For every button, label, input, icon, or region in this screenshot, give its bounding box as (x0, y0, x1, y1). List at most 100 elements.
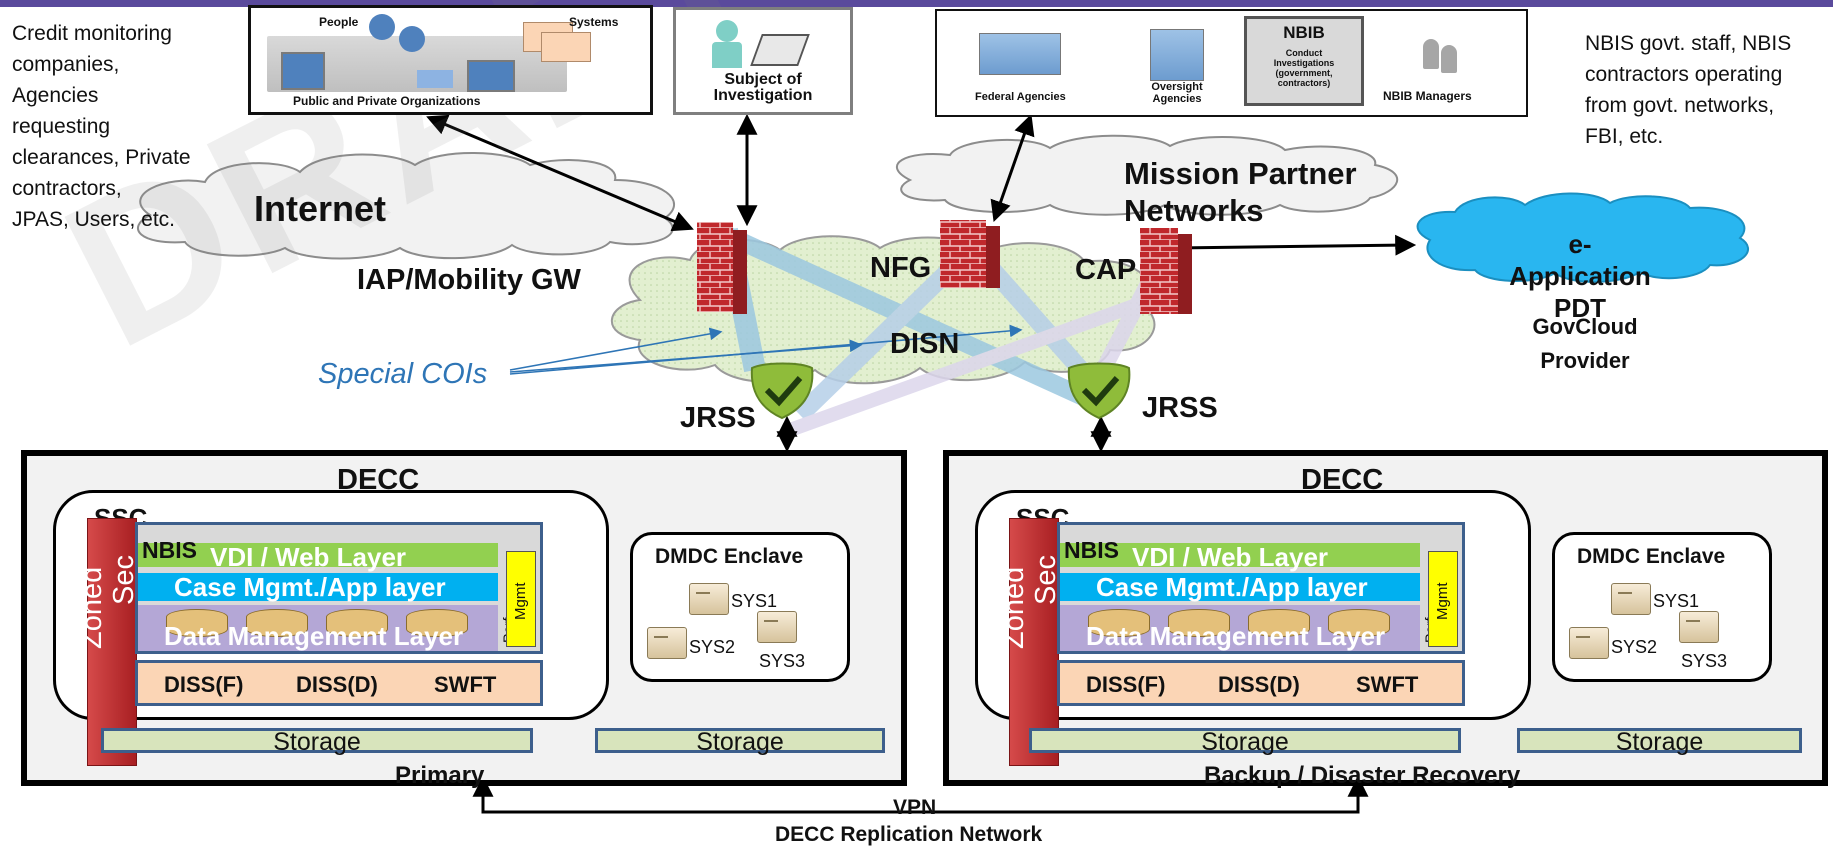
storage-bar: Storage (1517, 728, 1802, 755)
eapp-label: e-Application PDT (1500, 228, 1660, 324)
vdi-layer (1060, 543, 1420, 567)
diss-f-label: DISS(F) (164, 672, 244, 697)
dmdc-label: DMDC Enclave (1577, 545, 1726, 568)
database-icon (326, 609, 388, 637)
subject-box: Subject of Investigation (673, 7, 853, 115)
mission-partner-line: Mission Partner (1124, 156, 1357, 191)
left-note-line: requesting (12, 115, 111, 138)
left-note-line: JPAS, Users, etc. (12, 208, 175, 231)
case-layer (1060, 573, 1420, 601)
managers-icon (1423, 39, 1439, 69)
vdi-label: VDI / Web Layer (210, 542, 407, 572)
systems-icon (541, 32, 591, 62)
special-cois-arrows (509, 324, 1023, 375)
left-note-line: Credit monitoring (12, 22, 172, 45)
nbib-desc-line: Investigations (1273, 58, 1335, 68)
server-icon (1679, 611, 1719, 643)
person-icon (716, 20, 738, 42)
nbib-desc: Conduct Investigations (government, cont… (1247, 48, 1361, 88)
zoned-label: Zoned (998, 566, 1030, 649)
oversight-agencies-icon (1150, 29, 1204, 81)
managers-icon (1441, 45, 1457, 73)
vpn-label: VPN (893, 796, 937, 819)
govcloud-label: GovCloud Provider (1515, 310, 1655, 378)
diss-d-label: DISS(D) (296, 672, 378, 697)
right-note-line: NBIS govt. staff, NBIS (1585, 32, 1792, 55)
left-note-line: companies, (12, 53, 120, 76)
people-icon (399, 26, 425, 52)
right-note-line: FBI, etc. (1585, 125, 1664, 148)
decc-backup: DECC SSC Zoned Sec NBIS VDI / Web Layer … (943, 450, 1828, 789)
nbib-desc-line: Conduct (1285, 48, 1323, 58)
jrss-right-label: JRSS (1142, 392, 1218, 424)
nbib-desc-line: (government, (1275, 68, 1333, 78)
storage-bar: Storage (1029, 728, 1461, 755)
firewall-cap (1140, 228, 1192, 314)
case-label: Case Mgmt./App layer (174, 572, 446, 602)
sys1-label: SYS1 (731, 591, 778, 611)
federal-agencies-label: Federal Agencies (975, 91, 1066, 103)
person-icon (712, 42, 742, 68)
jrss-shield-left (750, 362, 814, 420)
nbib-title: NBIB (1283, 23, 1325, 42)
swft-label: SWFT (1356, 672, 1419, 697)
sys3-label: SYS3 (759, 651, 806, 671)
agencies-box: Federal Agencies Oversight Agencies NBIB… (935, 9, 1528, 117)
mgmt-box: Mgmt (506, 551, 536, 647)
people-icon (369, 14, 395, 40)
decc-primary: DECC SSC Zoned Sec NBIS VDI / Web Layer … (21, 450, 907, 789)
vdi-layer (138, 543, 498, 567)
dmdc-label: DMDC Enclave (655, 545, 804, 568)
oversight-label-line: Oversight (1151, 81, 1203, 93)
database-icon (246, 609, 308, 637)
mgmt-label: Mgmt (512, 582, 529, 621)
mission-partner-line: Networks (1124, 193, 1264, 228)
swft-label: SWFT (434, 672, 497, 697)
sys2-label: SYS2 (1611, 637, 1658, 657)
data-label: Data Management Layer (1086, 621, 1386, 651)
storage-bar: Storage (101, 728, 533, 755)
organizations-caption: Public and Private Organizations (293, 94, 481, 108)
right-note-line: from govt. networks, (1585, 94, 1775, 117)
subject-label-line: Investigation (713, 87, 813, 104)
database-icon (1328, 609, 1390, 637)
storage-bar: Storage (595, 728, 885, 755)
server-icon (689, 583, 729, 615)
server-icon (757, 611, 797, 643)
left-note-line: clearances, Private (12, 146, 191, 169)
mission-partner-label: Mission Partner Networks (1124, 155, 1357, 229)
cap-label: CAP (1075, 254, 1137, 286)
subject-label-line: Subject of (724, 71, 802, 88)
app-layers: NBIS VDI / Web Layer Case Mgmt./App laye… (1057, 522, 1465, 654)
special-cois-label: Special COIs (318, 358, 488, 390)
diss-f-label: DISS(F) (1086, 672, 1166, 697)
nbis-label: NBIS (1064, 537, 1119, 563)
sys1-label: SYS1 (1653, 591, 1700, 611)
firewall-nfg (940, 220, 1000, 288)
sys3-label: SYS3 (1681, 651, 1728, 671)
disn-label: DISN (890, 328, 960, 360)
case-label: Case Mgmt./App layer (1096, 572, 1368, 602)
eapp-line: PDT (1554, 293, 1606, 323)
organizations-box: People Systems Public and Private Organi… (248, 5, 653, 115)
subject-label: Subject of Investigation (676, 72, 850, 104)
database-icon (1168, 609, 1230, 637)
server-icon (1611, 583, 1651, 615)
database-icon (166, 609, 228, 637)
vdi-label: VDI / Web Layer (1132, 542, 1329, 572)
jrss-shield-right (1067, 362, 1131, 420)
black-arrows (426, 113, 1417, 453)
nbib-managers-label: NBIB Managers (1383, 89, 1472, 103)
dmdc-enclave: DMDC Enclave SYS1 SYS2 SYS3 (1552, 532, 1772, 682)
eapp-line: e-Application (1509, 229, 1651, 291)
diss-d-label: DISS(D) (1218, 672, 1300, 697)
firewall-iap (697, 222, 747, 314)
eapp-cloud (1416, 192, 1749, 283)
database-icon (1248, 609, 1310, 637)
decc-caption: Backup / Disaster Recovery (1204, 762, 1521, 789)
mgmt-label: Mgmt (1434, 582, 1451, 621)
govcloud-line: Provider (1540, 348, 1630, 373)
mgmt-box: Mgmt (1428, 551, 1458, 647)
iap-label: IAP/Mobility GW (357, 264, 581, 296)
